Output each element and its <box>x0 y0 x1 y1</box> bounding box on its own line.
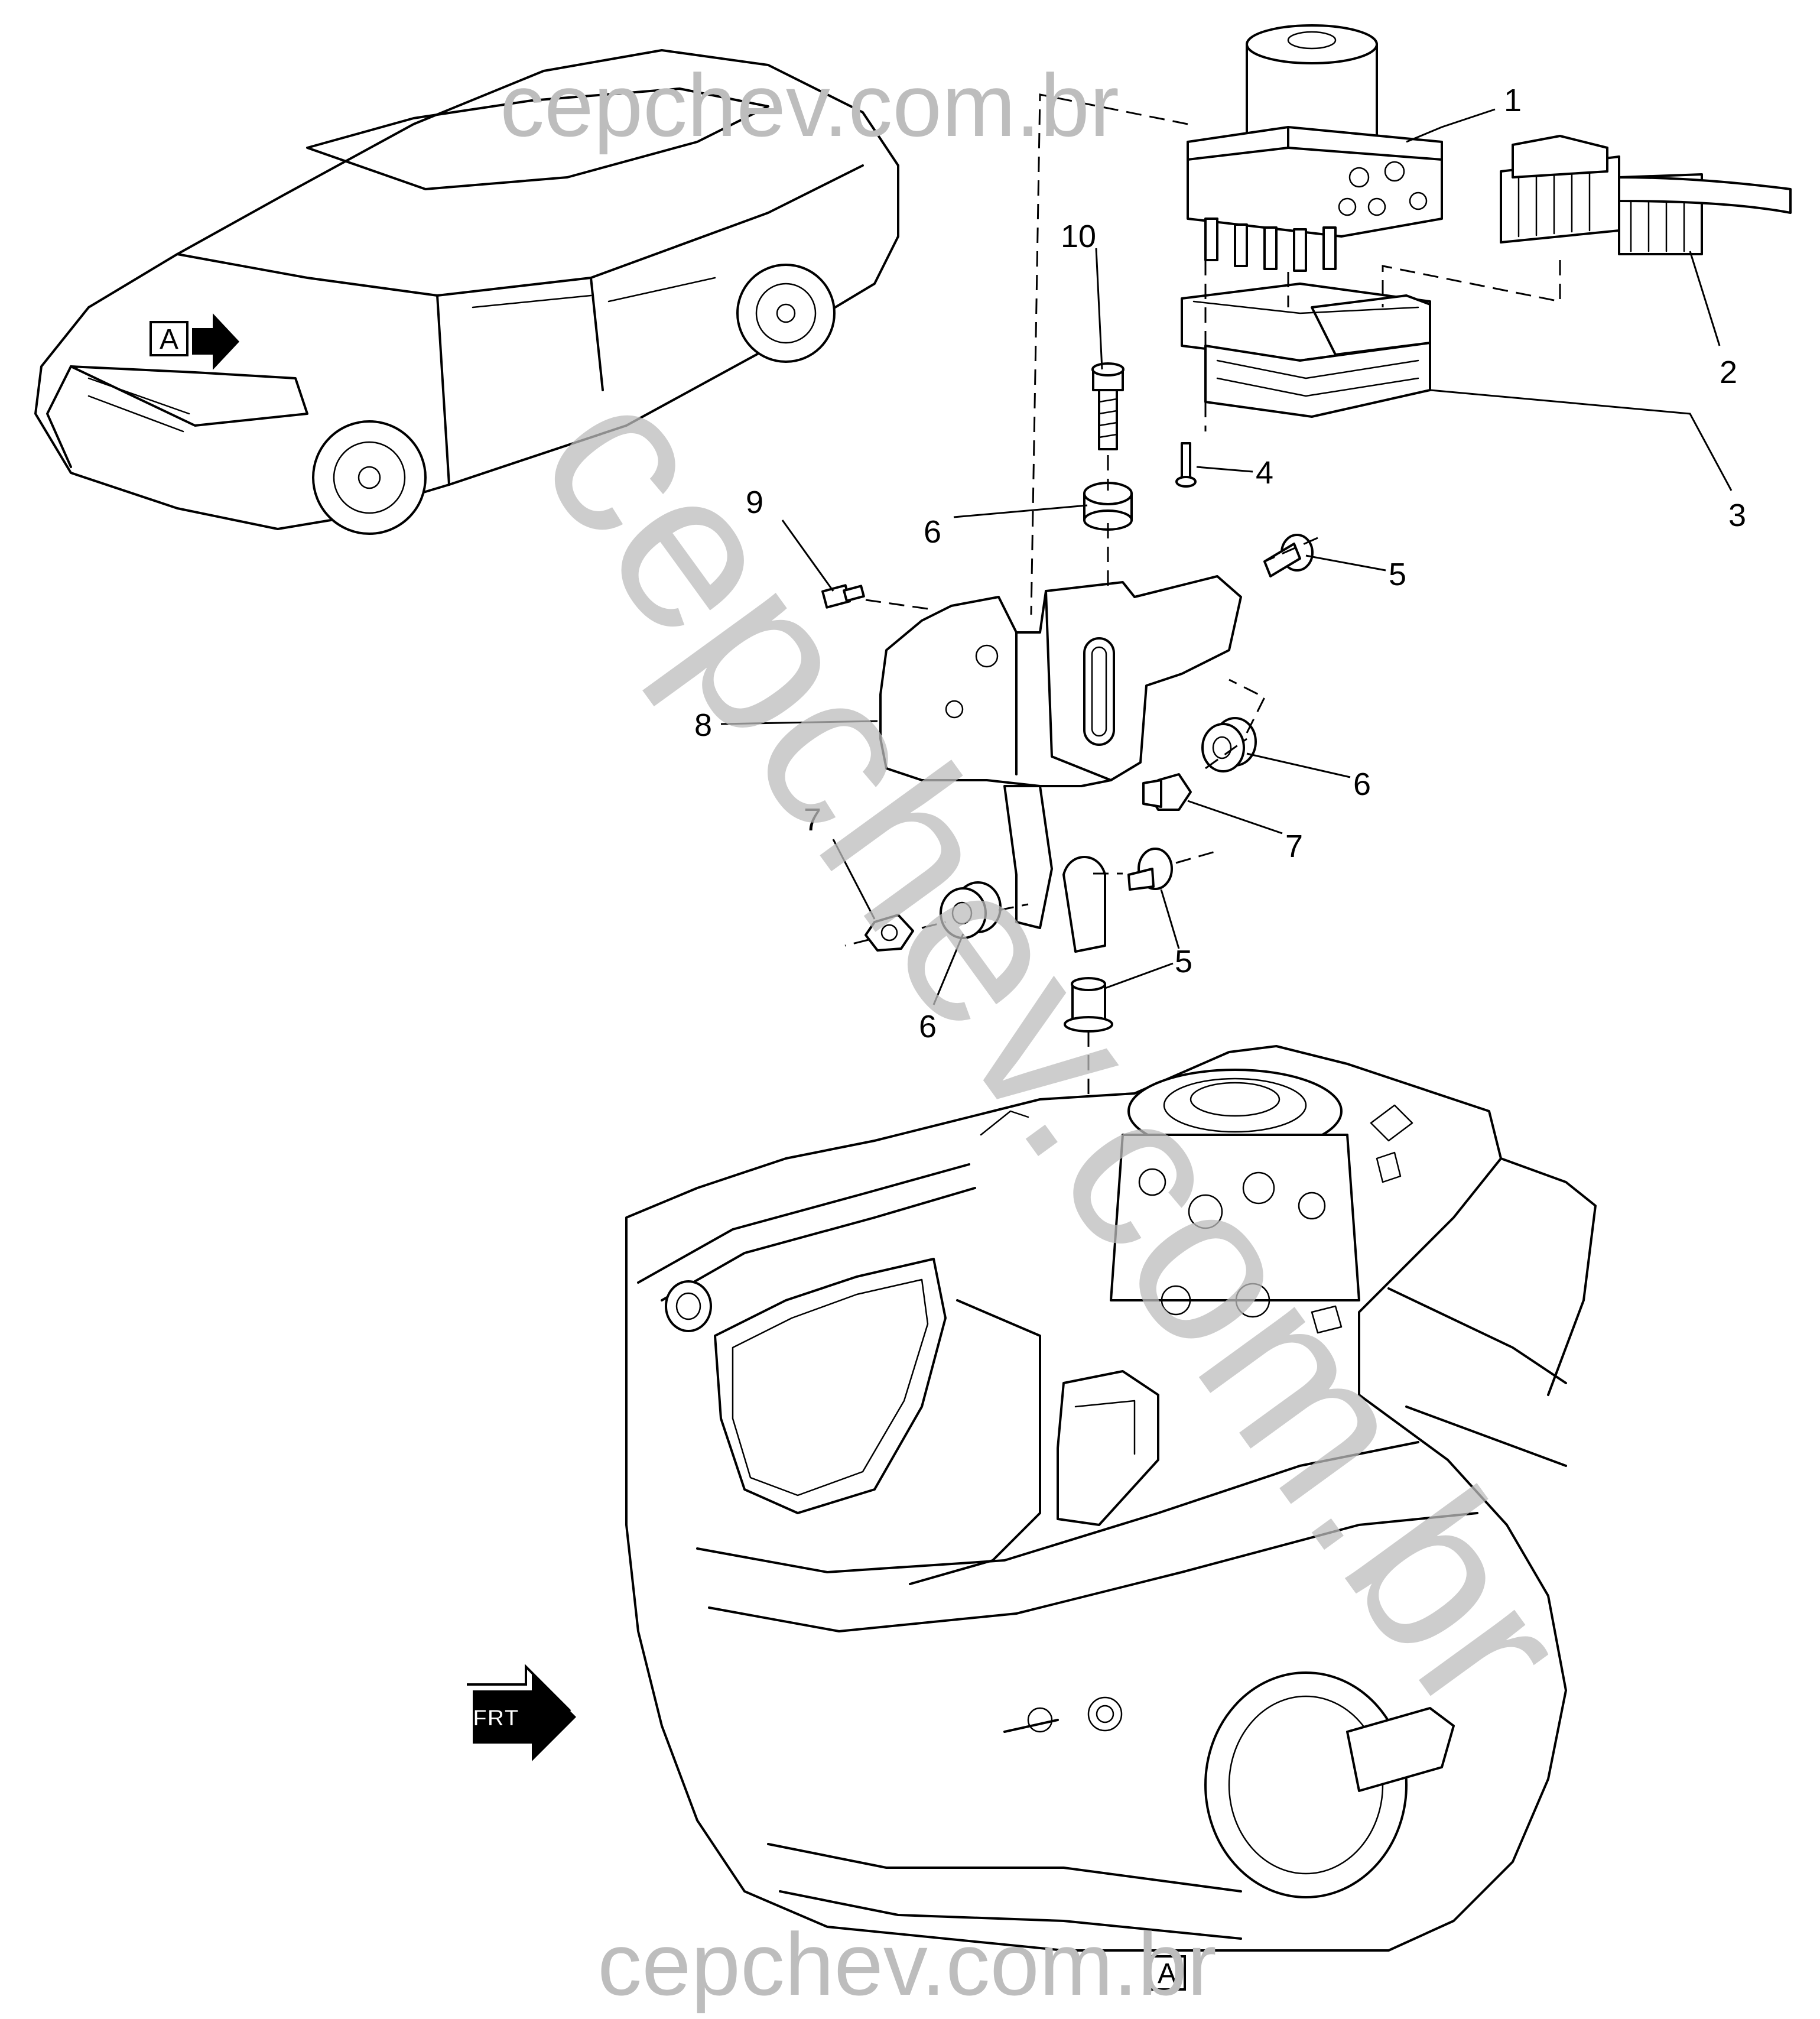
callout-labels: 1 2 3 4 5 5 6 6 6 7 7 8 9 10 <box>694 83 1746 1044</box>
callout-4: 4 <box>1256 455 1273 491</box>
callout-5-middle: 5 <box>1175 944 1192 979</box>
mounting-bracket <box>879 575 1242 953</box>
electronic-brake-control-module <box>1181 283 1431 418</box>
callout-7-right: 7 <box>1285 829 1303 864</box>
frt-label: FRT <box>473 1705 519 1731</box>
view-a-bottom-box <box>1148 1955 1186 1991</box>
brake-pressure-modulator-valve <box>1187 24 1443 272</box>
front-direction-indicator: FRT <box>467 1664 576 1761</box>
view-arrow-icon <box>192 313 239 370</box>
nut-left <box>864 914 914 952</box>
bracket-insulator-sleeve-upper <box>1263 534 1314 577</box>
callout-10: 10 <box>1061 219 1096 254</box>
view-a-label: A <box>160 324 178 355</box>
watermark-bottom: cepchev.com.br <box>597 1914 1217 2014</box>
nut-right <box>1142 773 1192 811</box>
callout-1: 1 <box>1504 83 1522 118</box>
bracket-insulator-sleeve-middle <box>1127 848 1173 891</box>
wiring-harness-connector <box>1500 135 1792 255</box>
bracket-insulator-sleeve-lower <box>1064 977 1113 1033</box>
assembly-lines <box>844 93 1561 1466</box>
leader-lines <box>720 108 1733 1005</box>
callout-6-left: 6 <box>919 1009 937 1044</box>
callout-6-top: 6 <box>924 514 941 550</box>
callout-6-right: 6 <box>1353 767 1371 802</box>
front-arrow-icon <box>473 1673 576 1761</box>
callout-9: 9 <box>746 485 763 520</box>
callout-8: 8 <box>694 707 712 743</box>
callout-7-left: 7 <box>804 802 821 838</box>
view-a-box <box>150 321 188 356</box>
vehicle-body-structure <box>625 1045 1597 1952</box>
callout-3: 3 <box>1728 498 1746 533</box>
callout-2: 2 <box>1720 355 1737 390</box>
insulator-grommet-right <box>1201 717 1257 772</box>
watermark-top: cepchev.com.br <box>500 56 1119 155</box>
bracket-bolt-side <box>821 584 865 609</box>
insulator-grommet-left <box>940 881 1002 939</box>
vehicle-illustration: A <box>34 49 899 535</box>
callout-5-upper: 5 <box>1389 557 1406 592</box>
view-a-bottom-label: A <box>1158 1958 1176 1989</box>
front-wheel <box>312 420 427 535</box>
module-screw <box>1175 442 1197 488</box>
bracket-bolt-top <box>1091 362 1124 450</box>
rear-wheel <box>736 264 836 363</box>
